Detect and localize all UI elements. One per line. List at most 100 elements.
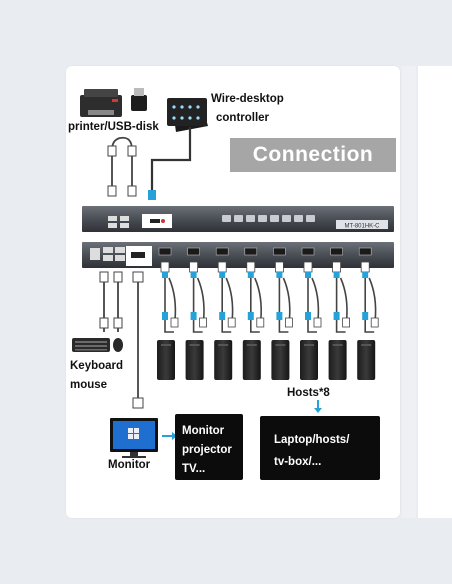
mouse-label: mouse [70, 379, 108, 391]
usb-plug-tip [190, 312, 197, 320]
hdmi-plug [274, 261, 284, 273]
printer-icon [80, 89, 122, 117]
usb-plug [313, 317, 322, 328]
printer-usb-cables [107, 136, 137, 197]
host-device-slot [332, 344, 343, 346]
hosts-output-line: Laptop/hosts/ [274, 434, 350, 446]
host-usb-cable [225, 277, 234, 321]
monitor-hdmi-cable [132, 271, 144, 409]
host-device-icon [214, 340, 233, 380]
host-device-slot [218, 344, 229, 346]
hdmi-plug-tip [190, 272, 197, 278]
usb-plug [227, 317, 236, 328]
host-device-icon [242, 340, 261, 380]
hdmi-port [301, 247, 315, 256]
hdmi-plug-tip [219, 272, 226, 278]
page-gutter [402, 66, 416, 518]
hdmi-plug [189, 261, 199, 273]
host-usb-cable [311, 277, 320, 321]
keyboard-label: Keyboard [70, 360, 124, 372]
monitor-output-box: Monitor projector TV... [175, 414, 243, 480]
keyboard-mouse-cables [99, 271, 123, 332]
hdmi-port [244, 247, 258, 256]
host-cable-join [250, 320, 260, 333]
host-cable-join [364, 320, 375, 333]
host-device-icon [300, 340, 318, 380]
monitor-output-line: Monitor [182, 425, 225, 437]
host-device-slot [275, 344, 286, 346]
wire-desktop-controller-icon [167, 98, 208, 132]
keyboard-icon [72, 338, 110, 352]
hdmi-plug [217, 261, 227, 273]
connection-badge: Connection [230, 138, 396, 172]
hdmi-plug [303, 261, 313, 273]
usb-disk-icon [131, 88, 147, 111]
usb-plug [170, 317, 179, 328]
usb-plug-tip [333, 312, 340, 320]
hdmi-plug-tip [247, 272, 254, 278]
host-device-icon [271, 340, 290, 380]
usb-plug-tip [362, 312, 369, 320]
hdmi-plug-tip [162, 272, 168, 278]
host-usb-cable [168, 277, 177, 321]
device-model-label: MT-801HK-C [344, 224, 380, 230]
hdmi-plug-tip [305, 272, 311, 278]
host-device-icon [157, 340, 175, 380]
hdmi-plug [332, 261, 342, 273]
hdmi-port [330, 247, 343, 256]
kvm-rear-panel [82, 242, 394, 268]
wire-desktop-label: Wire-desktop [211, 93, 284, 105]
hdmi-port [273, 247, 286, 256]
host-usb-cable [368, 277, 377, 321]
host-cable-join [164, 320, 174, 333]
usb-plug [199, 317, 208, 328]
host-device-icon [328, 340, 347, 380]
host-usb-cable [282, 277, 291, 321]
hosts-output-box: Laptop/hosts/ tv-box/... [260, 416, 380, 480]
adjacent-card [418, 66, 452, 518]
controller-connector [148, 190, 156, 200]
monitor-icon [110, 418, 158, 458]
hdmi-plug-tip [276, 272, 283, 278]
hdmi-plug-tip [333, 272, 340, 278]
hdmi-port [215, 247, 229, 256]
host-cable-join [335, 320, 346, 333]
usb-plug [370, 317, 379, 328]
monitor-output-line: TV... [182, 463, 206, 475]
usb-plug-tip [219, 312, 226, 320]
usb-plug [256, 317, 265, 328]
host-device-icon [185, 340, 204, 380]
hosts-output-line: tv-box/... [274, 456, 322, 468]
hdmi-port [187, 247, 200, 256]
host-device-icon [357, 340, 376, 380]
host-cable-join [307, 320, 317, 333]
hdmi-port [158, 247, 172, 256]
controller-label: controller [216, 112, 270, 124]
host-device-slot [304, 344, 314, 346]
monitor-output-line: projector [182, 444, 232, 456]
hdmi-plug-tip [362, 272, 369, 278]
host-usb-cable [339, 277, 348, 321]
host-device-slot [361, 344, 372, 346]
usb-plug [284, 317, 293, 328]
monitor-label: Monitor [108, 459, 151, 471]
host-usb-cable [254, 277, 262, 321]
usb-plug-tip [305, 312, 311, 320]
usb-plug-tip [247, 312, 254, 320]
usb-plug-tip [276, 312, 283, 320]
host-device-slot [246, 344, 257, 346]
host-cable-join [221, 320, 232, 333]
hosts-count-label: Hosts*8 [287, 387, 330, 399]
kvm-front-panel [82, 206, 394, 232]
host-cable-join [278, 320, 289, 333]
hdmi-plug [160, 261, 170, 273]
host-usb-cable [196, 277, 205, 321]
controller-cable [150, 127, 192, 195]
printer-usb-label: printer/USB-disk [68, 121, 159, 133]
usb-plug-tip [162, 312, 168, 320]
host-cable-join [192, 320, 203, 333]
mouse-icon [113, 338, 123, 352]
hdmi-port [358, 247, 372, 256]
host-ports [157, 247, 379, 380]
